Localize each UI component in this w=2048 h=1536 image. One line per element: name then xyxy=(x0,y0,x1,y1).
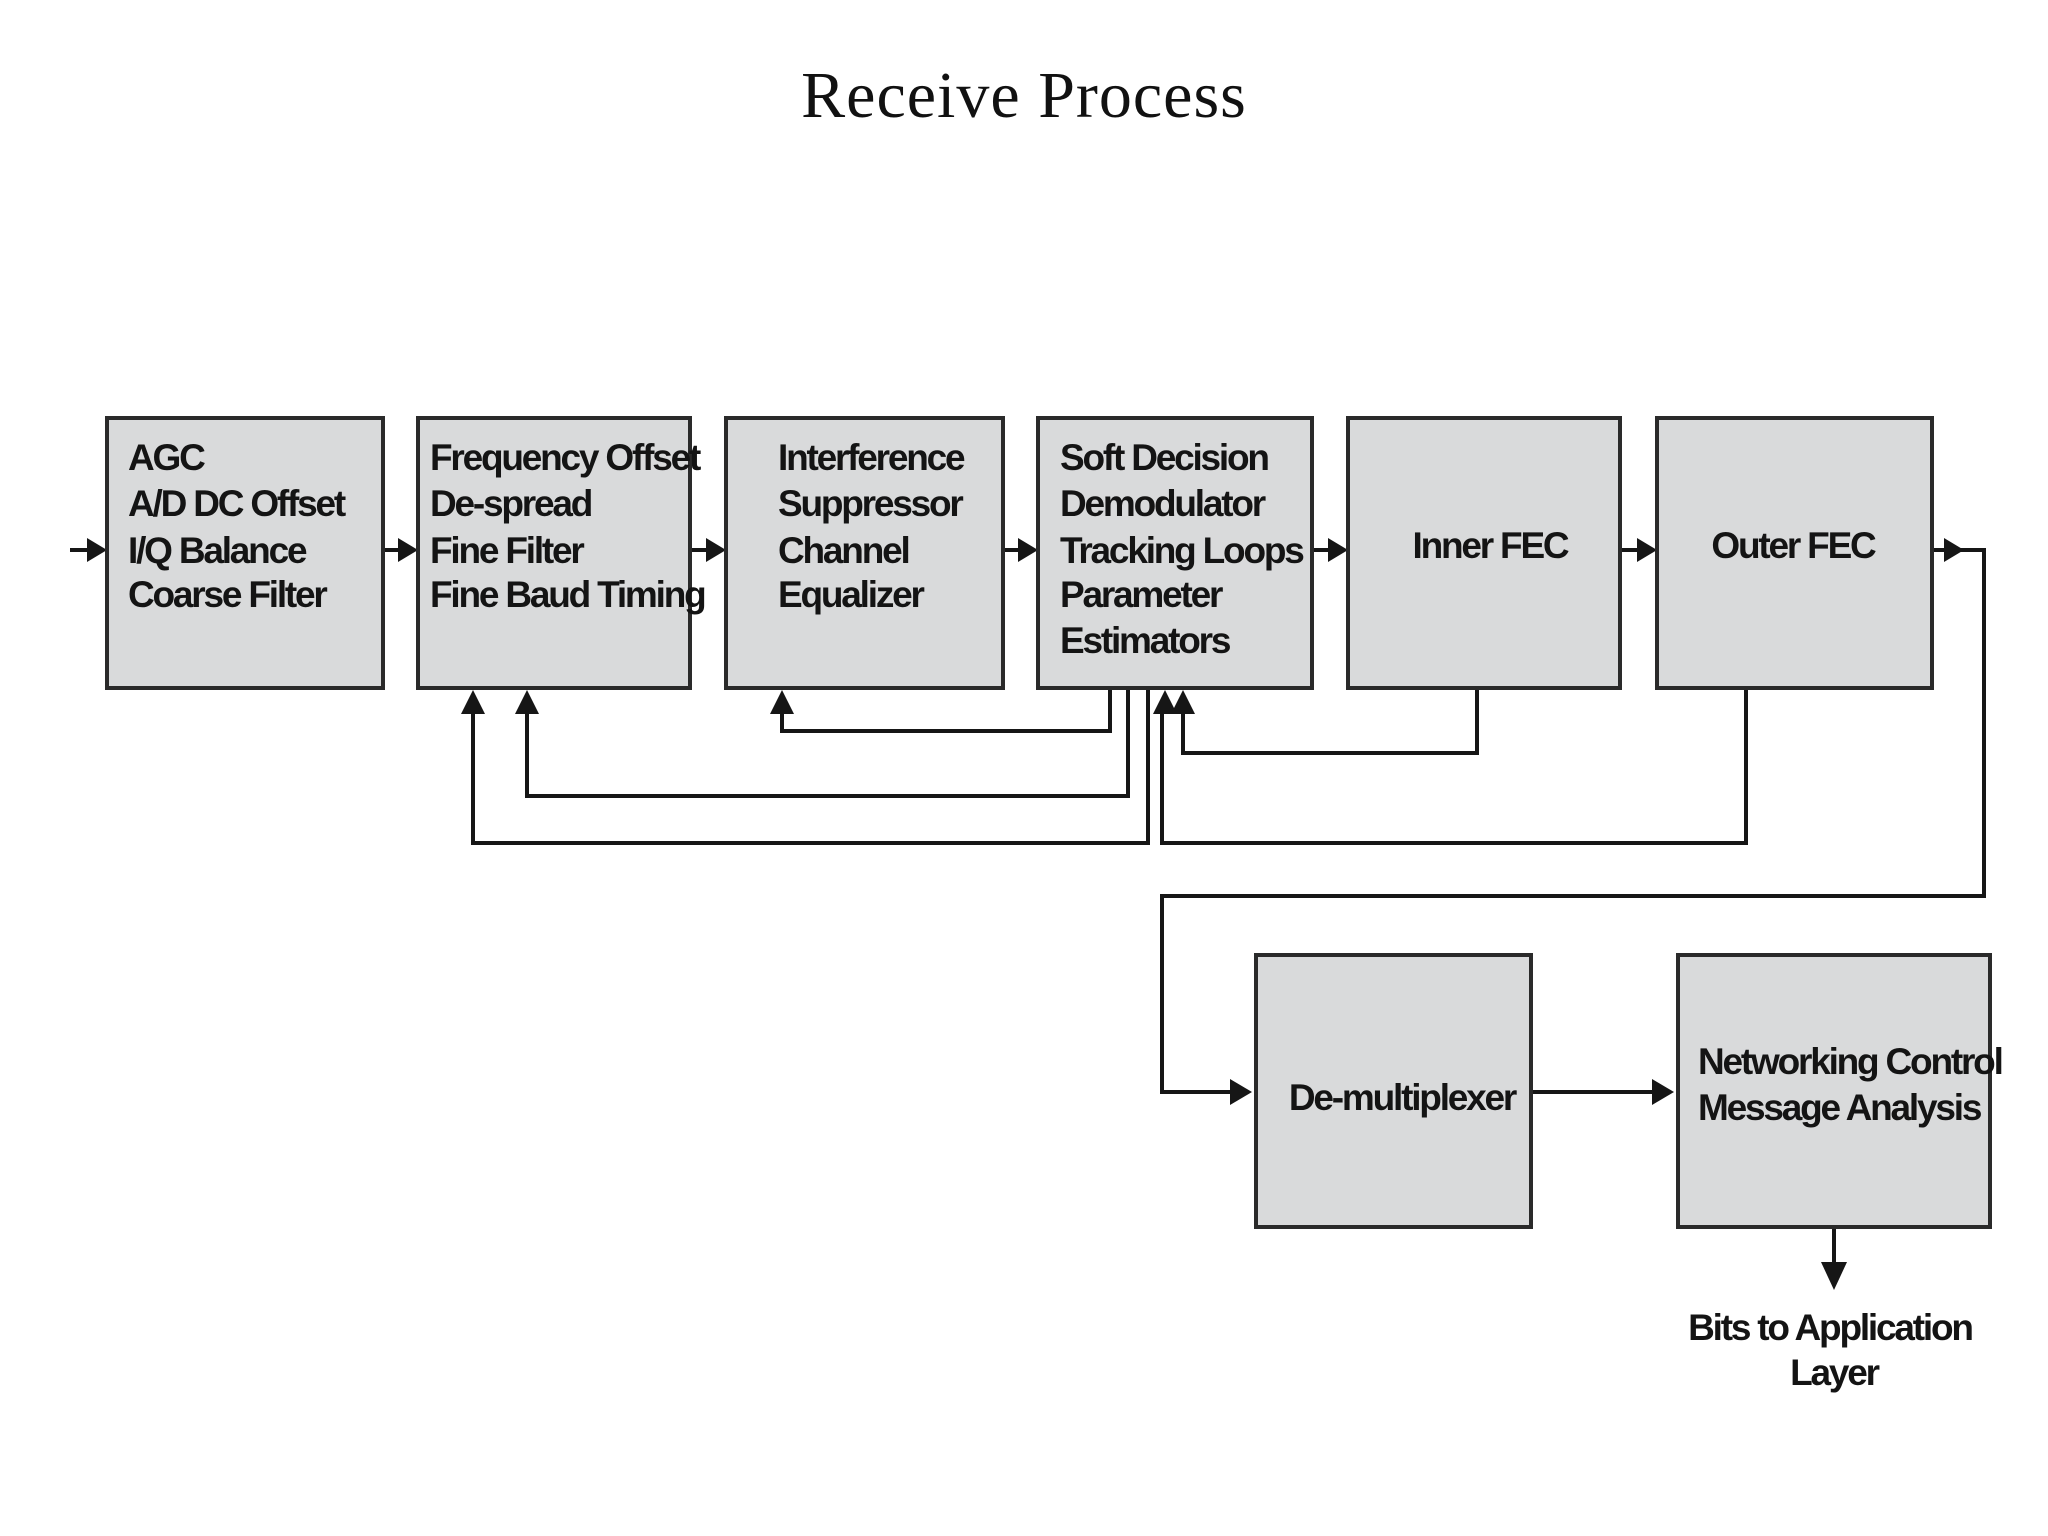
arrowhead-interf-fb xyxy=(770,690,794,714)
block-agc-line: A/D DC Offset xyxy=(128,483,346,524)
block-interf-line: Channel xyxy=(778,530,909,571)
arrowhead-input xyxy=(87,538,107,562)
arrowhead-demux-in xyxy=(1230,1079,1252,1105)
block-softdec-line: Soft Decision xyxy=(1060,437,1268,478)
block-outerfec-label: Outer FEC xyxy=(1711,525,1876,566)
feedback-softdec-to-interf xyxy=(780,686,1112,733)
wire-outerfec-to-demux xyxy=(1160,548,1986,1094)
feedback-softdec-to-freq-inner xyxy=(525,686,1130,798)
block-freq-line: Fine Filter xyxy=(430,530,584,571)
page-title: Receive Process xyxy=(801,59,1247,132)
arrowhead-freq-fb-b xyxy=(515,690,539,714)
block-softdec-line: Tracking Loops xyxy=(1060,530,1304,571)
arrowhead-softdec-in xyxy=(1018,538,1038,562)
arrowhead-outerfec-out xyxy=(1944,538,1964,562)
block-de-multiplexer: De-multiplexer xyxy=(1254,953,1533,1229)
block-interf-line: Suppressor xyxy=(778,483,963,524)
block-agc-line: I/Q Balance xyxy=(128,530,307,571)
feedback-outerfec-to-softdec xyxy=(1160,686,1748,845)
svg-text:Interference Suppressor: Interference Suppressor Channel Equalize… xyxy=(778,437,972,615)
svg-text:Networking Control Messa: Networking Control Message Analysis xyxy=(1698,1041,2010,1128)
block-softdec-line: Parameter xyxy=(1060,574,1223,615)
block-interf-line: Equalizer xyxy=(778,574,924,615)
block-softdec-line: Demodulator xyxy=(1060,483,1266,524)
output-label-line: Layer xyxy=(1790,1352,1880,1393)
block-interf-line: Interference xyxy=(778,437,965,478)
block-outer-fec: Outer FEC xyxy=(1655,416,1934,690)
block-netctl-line: Networking Control xyxy=(1698,1041,2002,1082)
feedback-innerfec-to-softdec xyxy=(1181,686,1479,755)
block-interference-suppressor: Interference Suppressor Channel Equalize… xyxy=(724,416,1005,690)
block-netctl-line: Message Analysis xyxy=(1698,1087,1982,1128)
block-inner-fec: Inner FEC xyxy=(1346,416,1622,690)
arrowhead-netctl-in xyxy=(1652,1079,1674,1105)
arrowhead-interf-in xyxy=(706,538,726,562)
arrowhead-softdec-fb-a xyxy=(1153,690,1177,714)
block-frequency-offset: Frequency Offset De-spread Fine Filter F… xyxy=(416,416,707,690)
block-innerfec-label: Inner FEC xyxy=(1413,525,1569,566)
arrowhead-freq-in xyxy=(398,538,418,562)
output-label: Bits to Application Layer xyxy=(1688,1307,1980,1393)
block-freq-line: Frequency Offset xyxy=(430,437,701,478)
arrowhead-softdec-fb-b xyxy=(1171,690,1195,714)
block-freq-line: Fine Baud Timing xyxy=(430,574,705,615)
arrowhead-freq-fb-a xyxy=(461,690,485,714)
connections xyxy=(70,548,1986,1262)
block-agc-line: AGC xyxy=(128,437,205,478)
svg-text:Frequency Offset De-spre: Frequency Offset De-spread Fine Filter F… xyxy=(430,437,707,615)
block-agc: AGC A/D DC Offset I/Q Balance Coarse Fil… xyxy=(105,416,385,690)
block-freq-line: De-spread xyxy=(430,483,592,524)
block-soft-decision: Soft Decision Demodulator Tracking Loops… xyxy=(1036,416,1314,690)
arrow-heads xyxy=(87,538,1964,1290)
svg-text:Soft Decision Demodulato: Soft Decision Demodulator Tracking Loops… xyxy=(1060,437,1311,661)
block-softdec-line: Estimators xyxy=(1060,620,1231,661)
block-demux-label: De-multiplexer xyxy=(1289,1077,1517,1118)
svg-text:AGC A/D DC Offset: AGC A/D DC Offset I/Q Balance Coarse Fil… xyxy=(128,437,352,615)
arrowhead-output xyxy=(1821,1262,1847,1290)
output-label-line: Bits to Application xyxy=(1688,1307,1972,1348)
arrowhead-outerfec-in xyxy=(1637,538,1657,562)
feedback-softdec-to-freq-outer xyxy=(471,686,1150,845)
arrowhead-innerfec-in xyxy=(1328,538,1348,562)
block-agc-line: Coarse Filter xyxy=(128,574,327,615)
block-networking-control: Networking Control Message Analysis xyxy=(1676,953,2010,1229)
